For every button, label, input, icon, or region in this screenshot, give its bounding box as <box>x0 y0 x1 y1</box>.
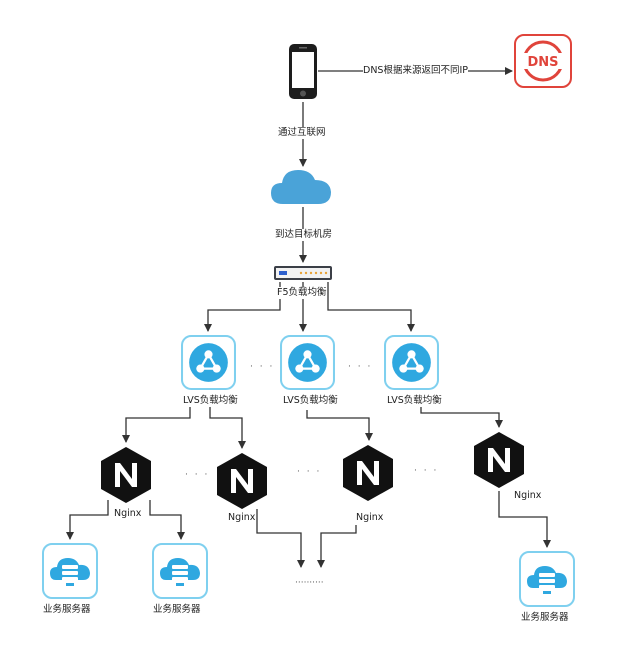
lvs-label-3: LVS负载均衡 <box>387 395 442 407</box>
nginx-icon <box>343 445 393 501</box>
server-label-2: 业务服务器 <box>153 604 201 615</box>
dns-icon: DNS <box>514 34 572 88</box>
dns-edge-label: DNS根据来源返回不同IP <box>363 65 468 77</box>
server-label-1: 业务服务器 <box>43 604 91 615</box>
nginx-label-3: Nginx <box>356 512 384 524</box>
lvs-icon <box>181 335 236 390</box>
nginx-label-1: Nginx <box>114 508 142 520</box>
nginx-label-4: Nginx <box>514 490 542 502</box>
edge-lvs2-nginx3 <box>306 410 373 441</box>
server-icon <box>42 543 98 599</box>
dns-icon-text: DNS <box>527 55 558 70</box>
edge-nginx1-server2 <box>149 500 185 540</box>
nginx-icon <box>217 453 267 509</box>
edge-f5-lvs1 <box>204 282 281 332</box>
nginx-ellipsis-1: · · · <box>185 470 210 480</box>
lvs-label-1: LVS负载均衡 <box>183 395 238 407</box>
lvs-icon <box>384 335 439 390</box>
edge-nginx1-server1 <box>66 500 109 540</box>
f5-switch-icon <box>274 266 332 280</box>
phone-icon <box>289 44 317 99</box>
server-icon <box>519 551 575 607</box>
nginx-ellipsis-3: · · · <box>414 466 439 476</box>
edge-nginx2-more <box>256 509 305 568</box>
lvs-label-2: LVS负载均衡 <box>283 395 338 407</box>
lvs-ellipsis-1: · · · <box>250 362 275 372</box>
edge-lvs1-nginx2 <box>209 400 246 449</box>
datacenter-edge-label: 到达目标机房 <box>275 229 333 241</box>
edge-f5-lvs3 <box>327 282 415 332</box>
server-icon <box>152 543 208 599</box>
edge-lvs1-nginx1 <box>122 400 191 443</box>
edge-lvs3-nginx4 <box>420 407 503 428</box>
f5-label: F5负载均衡 <box>277 287 327 299</box>
server-label-3: 业务服务器 <box>521 612 569 623</box>
lvs-ellipsis-2: · · · <box>348 362 373 372</box>
more-ellipsis: ·········· <box>295 578 324 588</box>
edge-nginx4-server3 <box>498 491 551 548</box>
cloud-icon <box>271 170 331 204</box>
lvs-icon <box>280 335 335 390</box>
nginx-ellipsis-2: · · · <box>297 467 322 477</box>
nginx-icon <box>474 432 524 488</box>
edge-nginx3-more <box>317 525 357 568</box>
nginx-icon <box>101 447 151 503</box>
internet-edge-label: 通过互联网 <box>278 127 326 139</box>
nginx-label-2: Nginx <box>228 512 256 524</box>
